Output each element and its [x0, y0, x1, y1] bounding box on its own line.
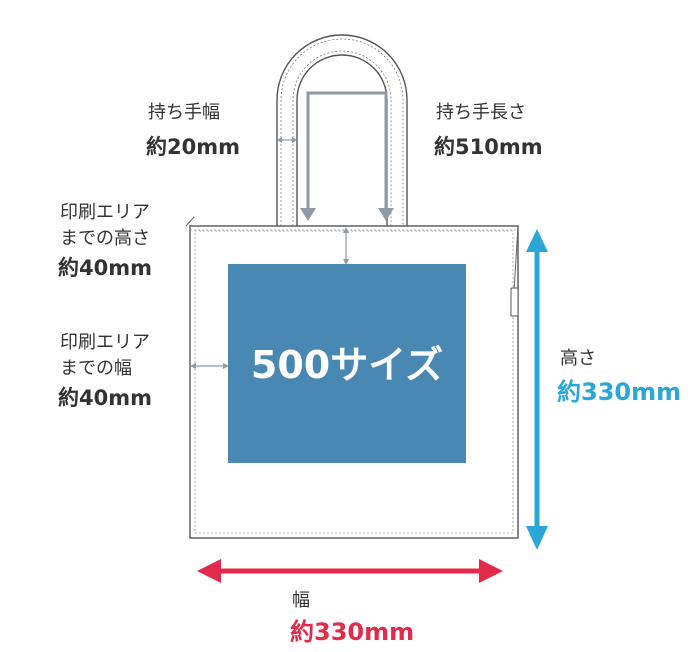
bag-handle — [276, 34, 408, 226]
height-value: 約330mm — [557, 378, 681, 406]
print-side-value: 約40mm — [58, 386, 152, 410]
height-arrow — [526, 229, 548, 550]
width-arrow — [197, 559, 503, 583]
print-area-label: 500サイズ — [251, 343, 443, 387]
height-label: 高さ — [560, 348, 596, 369]
width-label: 幅 — [292, 590, 310, 611]
print-top-label-line2: までの高さ — [60, 228, 150, 249]
handle-width-arrow — [277, 137, 297, 143]
handle-length-arrow — [300, 91, 394, 221]
print-top-label-line1: 印刷エリア — [60, 202, 150, 223]
handle-length-label: 持ち手長さ — [436, 102, 526, 123]
print-side-label-line1: 印刷エリア — [60, 332, 150, 353]
print-side-arrow — [190, 363, 229, 369]
width-value: 約330mm — [290, 618, 414, 646]
handle-length-value: 約510mm — [434, 135, 543, 159]
handle-width-label: 持ち手幅 — [148, 102, 220, 123]
print-top-value: 約40mm — [58, 256, 152, 280]
side-tag — [510, 225, 519, 317]
print-area — [228, 264, 466, 463]
handle-width-value: 約20mm — [146, 135, 240, 159]
print-top-arrow — [343, 227, 349, 265]
print-side-label-line2: までの幅 — [60, 358, 132, 379]
